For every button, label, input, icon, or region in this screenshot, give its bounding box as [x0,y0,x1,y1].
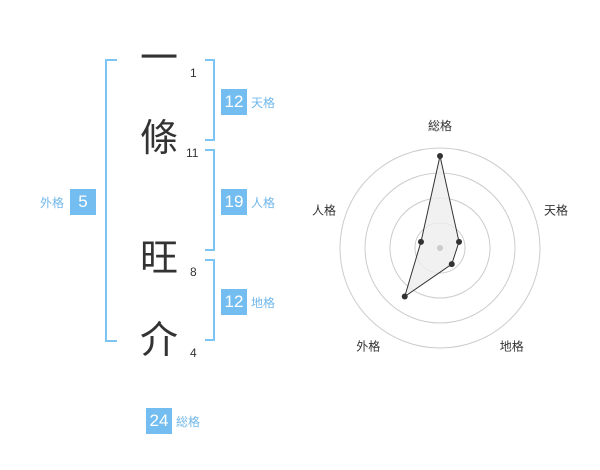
ten-bracket [205,59,215,141]
radar-point-1 [437,153,443,159]
name-char-4: 介 [140,318,179,362]
radar-point-3 [448,261,455,268]
radar-axis-label-4: 外格 [356,339,380,354]
chi-label: 地格 [251,295,276,310]
outer-bracket [105,59,117,342]
stroke-count-3: 8 [190,265,197,279]
radar-point-2 [456,238,463,245]
name-char-1: 一 [140,36,179,80]
name-char-2: 條 [140,116,179,160]
gai-value: 5 [70,189,97,215]
jin-bracket [205,149,215,251]
radar-ring-4 [339,147,541,349]
chi-bracket [205,259,215,341]
radar-axis-label-2: 天格 [544,202,568,217]
stroke-count-1: 1 [190,66,197,80]
chi-badge: 12 地格 [221,289,275,315]
jin-badge: 19 人格 [221,189,275,215]
radar-axis-label-1: 総格 [428,118,452,133]
sou-badge: 24 総格 [146,408,200,434]
jin-value: 19 [221,189,247,215]
name-char-3: 旺 [140,236,179,280]
radar-polygon [403,155,460,298]
stroke-count-4: 4 [190,346,197,360]
sou-label: 総格 [176,414,201,429]
gai-label: 外格 [40,195,65,210]
radar-axis-label-5: 人格 [312,202,336,217]
gai-badge: 外格 5 [40,189,97,215]
radar-axis-label-3: 地格 [500,339,524,354]
ten-value: 12 [221,89,247,115]
ten-badge: 12 天格 [221,89,275,115]
stroke-count-2: 11 [186,146,199,160]
radar-center-dot [437,245,443,251]
jin-label: 人格 [251,195,276,210]
chi-value: 12 [221,289,247,315]
radar-point-4 [401,293,408,300]
ten-label: 天格 [251,95,276,110]
sou-value: 24 [146,408,172,434]
radar-point-5 [417,238,424,245]
